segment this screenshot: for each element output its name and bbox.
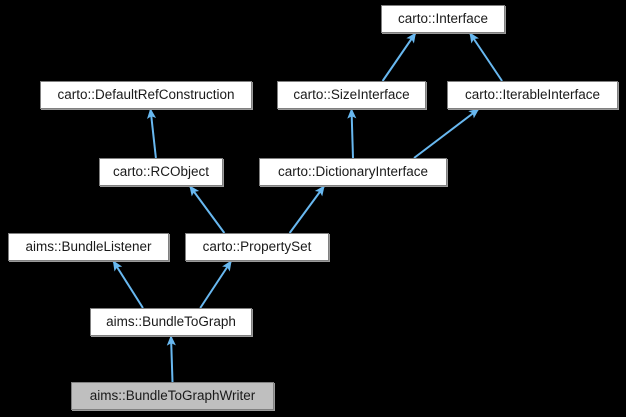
- inheritance-edge-dictionaryinterface-to-iterableinterface: [413, 108, 480, 159]
- inheritance-edge-bundletograph-to-propertyset: [199, 260, 233, 309]
- class-node-label: aims::BundleListener: [25, 239, 152, 254]
- class-node-dictionaryinterface[interactable]: carto::DictionaryInterface: [259, 158, 447, 186]
- class-node-label: carto::SizeInterface: [293, 87, 410, 102]
- inheritance-edge-propertyset-to-dictionaryinterface: [288, 185, 326, 234]
- inheritance-edge-iterableinterface-to-interface: [469, 32, 503, 82]
- class-node-label: carto::DefaultRefConstruction: [57, 87, 235, 102]
- class-node-label: carto::Interface: [397, 11, 489, 26]
- class-node-interface[interactable]: carto::Interface: [381, 5, 505, 33]
- class-node-propertyset[interactable]: carto::PropertySet: [185, 233, 329, 261]
- class-node-sizeinterface[interactable]: carto::SizeInterface: [277, 81, 426, 109]
- class-node-label: carto::DictionaryInterface: [277, 164, 429, 179]
- class-node-label: carto::PropertySet: [202, 239, 312, 254]
- inheritance-edge-dictionaryinterface-to-sizeinterface: [347, 108, 357, 159]
- class-node-label: aims::BundleToGraph: [106, 314, 236, 329]
- class-node-bundletograph[interactable]: aims::BundleToGraph: [90, 308, 252, 336]
- inheritance-edge-bundletograph-to-bundlelistener: [112, 260, 144, 309]
- class-node-bundletographwriter[interactable]: aims::BundleToGraphWriter: [71, 382, 274, 410]
- inheritance-edge-bundletographwriter-to-bundletograph: [166, 335, 176, 383]
- class-node-label: carto::IterableInterface: [464, 87, 601, 102]
- inheritance-edge-sizeinterface-to-interface: [381, 32, 417, 82]
- class-node-defaultrefconstruction[interactable]: carto::DefaultRefConstruction: [40, 81, 252, 109]
- class-node-label: aims::BundleToGraphWriter: [89, 388, 256, 403]
- inheritance-edge-rcobject-to-defaultrefconstruction: [146, 108, 157, 159]
- inheritance-edge-propertyset-to-rcobject: [188, 185, 226, 234]
- class-node-rcobject[interactable]: carto::RCObject: [99, 158, 223, 186]
- class-node-iterableinterface[interactable]: carto::IterableInterface: [447, 81, 618, 109]
- class-node-label: carto::RCObject: [112, 164, 210, 179]
- class-node-bundlelistener[interactable]: aims::BundleListener: [8, 233, 169, 261]
